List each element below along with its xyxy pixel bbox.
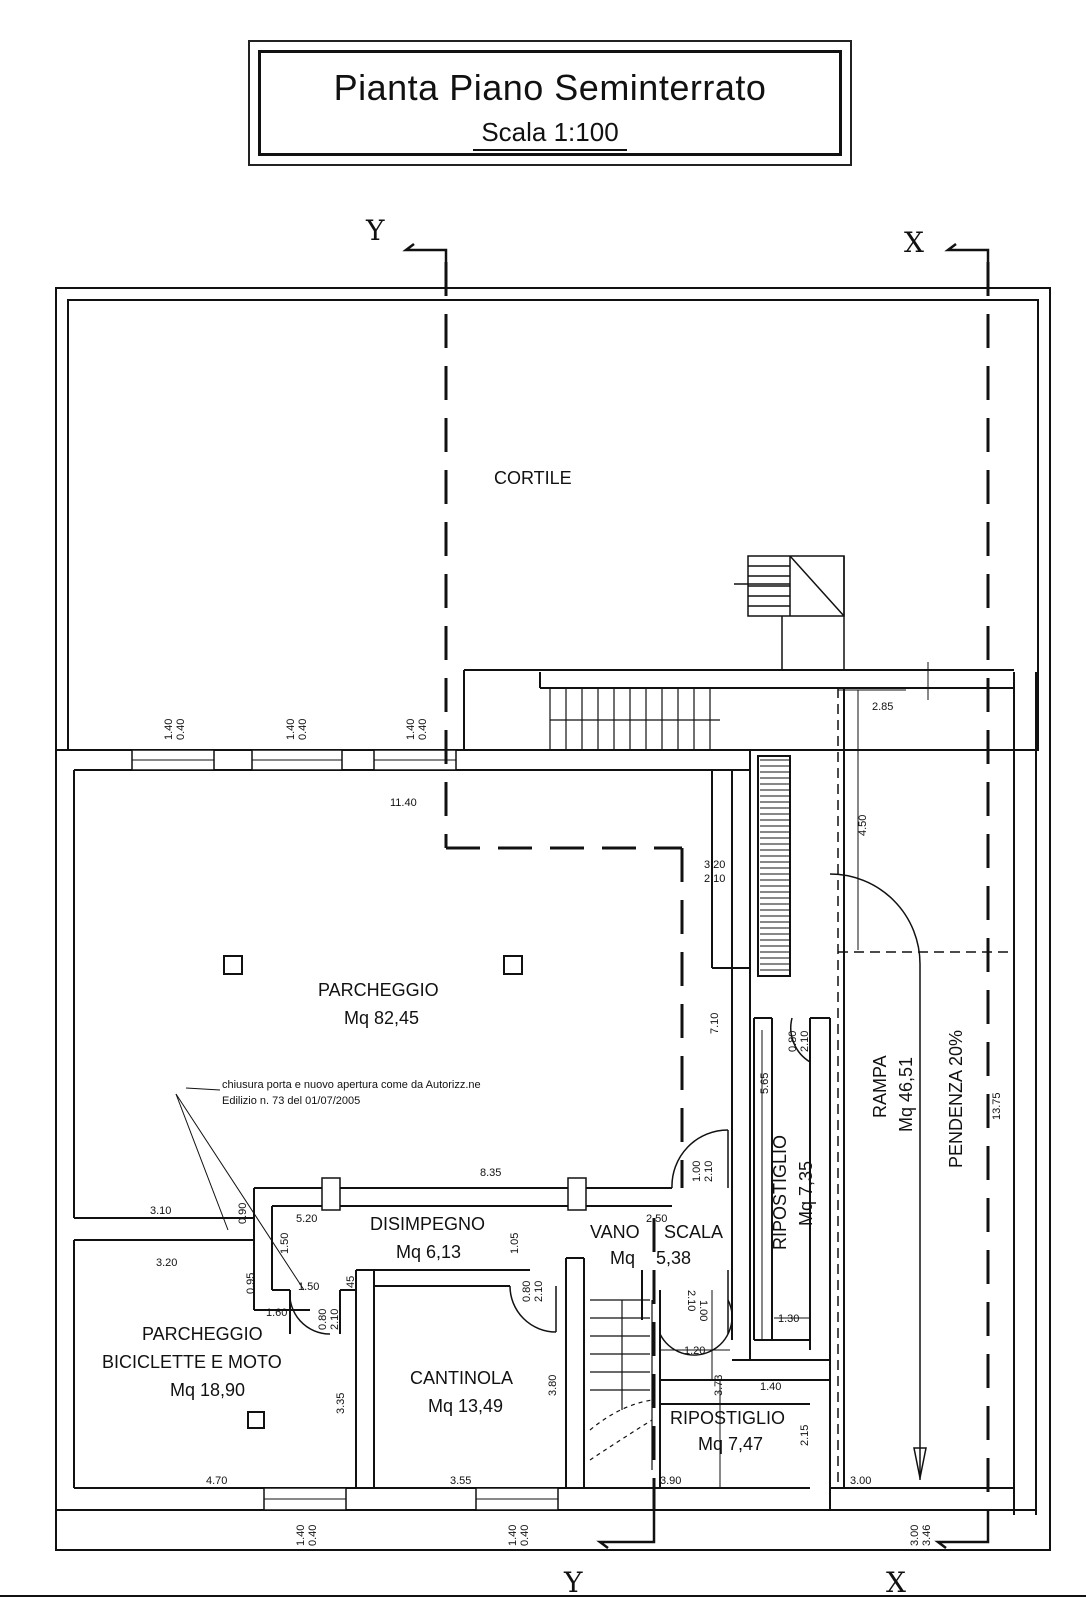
room-bici-line1: PARCHEGGIO xyxy=(142,1324,263,1344)
plan-scale-text: Scala 1:100 xyxy=(473,117,627,151)
dim-label: 3.46 xyxy=(921,1525,933,1546)
dim-label: 3.80 xyxy=(547,1375,559,1396)
dim-label: 0.40 xyxy=(297,719,309,740)
dim-label: 4.70 xyxy=(206,1475,227,1487)
section-label-x-bottom: X xyxy=(886,1566,906,1599)
dim-label: 0.95 xyxy=(245,1273,257,1294)
dim-label: 45 xyxy=(345,1276,357,1288)
room-cantinola-area: Mq 13,49 xyxy=(428,1396,503,1416)
dim-label: 3.35 xyxy=(335,1393,347,1414)
room-ripostiglio-2-name: RIPOSTIGLIO xyxy=(670,1408,785,1428)
dim-label: 1.40 xyxy=(760,1381,781,1393)
room-rampa-area: Mq 46,51 xyxy=(896,1057,916,1132)
dim-label: 1.40 xyxy=(285,719,297,740)
dim-label: 1.40 xyxy=(405,719,417,740)
plan-scale: Scala 1:100 xyxy=(261,117,839,151)
room-vano-area-a: Mq xyxy=(610,1248,635,1268)
dim-label: 3.00 xyxy=(850,1475,871,1487)
dim-label: 0.40 xyxy=(417,719,429,740)
dim-label: 1.50 xyxy=(298,1281,319,1293)
dim-label: 3.90 xyxy=(660,1475,681,1487)
room-ripostiglio-1-name: RIPOSTIGLIO xyxy=(770,1135,790,1250)
dim-label: 0.80 xyxy=(787,1031,799,1052)
room-ripostiglio-2-area: Mq 7,47 xyxy=(698,1434,763,1454)
title-frame: Pianta Piano Seminterrato Scala 1:100 xyxy=(258,50,842,156)
dim-label: 2.10 xyxy=(329,1309,341,1330)
dim-label: 0.90 xyxy=(237,1203,249,1224)
dim-label: 1.20 xyxy=(684,1345,705,1357)
dim-label: 1.00 xyxy=(697,1300,709,1321)
section-label-y-top: Y xyxy=(365,214,385,247)
dim-label: 0.40 xyxy=(175,719,187,740)
room-parcheggio-name: PARCHEGGIO xyxy=(318,980,439,1000)
dim-label: 2.10 xyxy=(799,1031,811,1052)
pillar xyxy=(503,955,523,975)
dim-label: 3.20 xyxy=(704,859,725,871)
room-rampa-slope: PENDENZA 20% xyxy=(946,1030,966,1168)
dim-label: 5.65 xyxy=(759,1073,771,1094)
room-cantinola-name: CANTINOLA xyxy=(410,1368,513,1388)
room-bici-line2: BICICLETTE E MOTO xyxy=(102,1352,282,1372)
dim-label: 3.73 xyxy=(713,1375,725,1396)
room-parcheggio-area: Mq 82,45 xyxy=(344,1008,419,1028)
dim-label: 8.35 xyxy=(480,1167,501,1179)
dim-label: 2.85 xyxy=(872,701,893,713)
room-ripostiglio-1-area: Mq 7,35 xyxy=(796,1161,816,1226)
room-disimpegno-area: Mq 6,13 xyxy=(396,1242,461,1262)
dim-label: 1.50 xyxy=(279,1233,291,1254)
room-bici-area: Mq 18,90 xyxy=(170,1380,245,1400)
permit-note-line1: chiusura porta e nuovo apertura come da … xyxy=(222,1079,481,1091)
dim-label: 1.40 xyxy=(163,719,175,740)
dim-label: 1.40 xyxy=(295,1525,307,1546)
dim-label: 2.10 xyxy=(533,1281,545,1302)
dim-label: 11.40 xyxy=(390,797,417,809)
room-disimpegno-name: DISIMPEGNO xyxy=(370,1214,485,1234)
dim-label: 0.40 xyxy=(519,1525,531,1546)
room-vano-area-b: 5,38 xyxy=(656,1248,691,1268)
room-vano-name-b: SCALA xyxy=(664,1222,723,1242)
dim-label: 3.10 xyxy=(150,1205,171,1217)
dim-label: 1.60 xyxy=(266,1307,287,1319)
dim-label: 1.40 xyxy=(507,1525,519,1546)
dim-label: 2.10 xyxy=(685,1290,697,1311)
section-label-x-top: X xyxy=(904,226,924,259)
room-cortile: CORTILE xyxy=(494,468,572,488)
dim-label: 1.00 xyxy=(691,1161,703,1182)
pillar xyxy=(223,955,243,975)
dim-label: 0.80 xyxy=(317,1309,329,1330)
dim-label: 0.40 xyxy=(307,1525,319,1546)
dim-label: 2.10 xyxy=(704,873,725,885)
title-block: Pianta Piano Seminterrato Scala 1:100 xyxy=(248,40,852,166)
dim-label: 0.80 xyxy=(521,1281,533,1302)
dim-label: 7.10 xyxy=(709,1013,721,1034)
dim-label: 3.55 xyxy=(450,1475,471,1487)
dim-label: 2.10 xyxy=(703,1161,715,1182)
dim-label: 1.05 xyxy=(509,1233,521,1254)
dim-label: 3.00 xyxy=(909,1525,921,1546)
dim-label: 5.20 xyxy=(296,1213,317,1225)
dim-label: 3.20 xyxy=(156,1257,177,1269)
courtyard-wall-inner xyxy=(67,299,1039,751)
room-rampa-name: RAMPA xyxy=(870,1055,890,1118)
plan-title: Pianta Piano Seminterrato xyxy=(333,67,767,108)
dim-label: 4.50 xyxy=(857,815,869,836)
dim-label: 13.75 xyxy=(991,1092,1003,1120)
permit-note-line2: Edilizio n. 73 del 01/07/2005 xyxy=(222,1095,360,1107)
section-label-y-bottom: Y xyxy=(563,1566,583,1599)
pillar xyxy=(247,1411,265,1429)
dim-label: 2.50 xyxy=(646,1213,667,1225)
dim-label: 2.15 xyxy=(799,1425,811,1446)
dim-label: 1.30 xyxy=(778,1313,799,1325)
room-vano-name-a: VANO xyxy=(590,1222,640,1242)
